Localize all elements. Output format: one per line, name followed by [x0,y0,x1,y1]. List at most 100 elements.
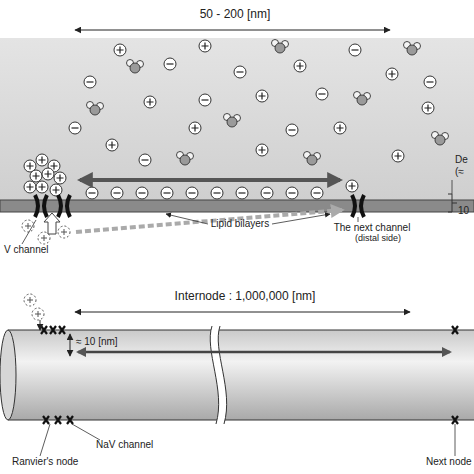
depth-arrow [70,334,71,356]
dashed-cation [32,308,44,320]
break-line [218,326,226,424]
influx-arrow [40,320,41,330]
anion [69,122,81,134]
part-label: V channel [4,244,48,255]
water-molecule [354,92,371,106]
nav-marker [67,416,73,424]
dashed-cation [24,294,36,306]
break-line [210,326,218,424]
cation [144,96,156,108]
leader-line [166,214,208,224]
axon-end [0,330,16,420]
part-label: Ranvier's node [12,456,78,467]
anion [161,187,173,199]
leader-line [272,214,330,224]
anion [211,187,223,199]
cation [256,90,268,102]
membrane-anions [86,187,323,199]
water-molecule [224,114,241,128]
nav-marker [59,326,65,334]
part-label: Next node [426,456,472,467]
anion [164,58,176,70]
axon-edge [8,330,474,331]
cation [42,168,54,180]
bracket-tick [452,203,457,204]
water-molecules [87,40,449,166]
leader-line [72,424,100,440]
dimension-label: 50 - 200 [nm] [200,8,271,21]
cation [114,44,126,56]
anion [139,154,151,166]
anion [136,187,148,199]
cation [189,122,201,134]
cation [50,184,62,196]
leader-line [358,217,359,222]
axon-edge [8,420,474,421]
node-channels [41,326,458,424]
nav-marker [43,416,49,424]
water-molecule [127,60,144,74]
water-molecule [404,42,421,56]
positive-ions [106,40,434,192]
anion [236,187,248,199]
water-molecule [177,152,194,166]
internode-arrow [75,312,410,313]
cation [386,68,398,80]
nav-marker [452,416,458,424]
channel-half [44,195,47,217]
propagation-arrow [80,178,340,182]
anion [186,187,198,199]
channel-half [67,195,70,217]
leader-line [22,220,36,244]
cation [199,40,211,52]
influx-ions [22,220,70,244]
nav-marker [452,326,458,334]
cation [36,181,48,193]
lipid-bilayer [0,200,474,212]
anion [111,187,123,199]
water-molecule [87,102,104,116]
water-molecule [432,132,449,146]
water-molecule [304,152,321,166]
cation [106,139,118,151]
dashed-cation [58,226,70,238]
distal-arrow [76,210,342,232]
ion-cluster [24,154,66,196]
anion [286,187,298,199]
conduction-arrow [78,351,450,354]
cation [392,150,404,162]
annotation-label: De [455,154,468,165]
part-label: The next channel [334,222,411,233]
cation [36,154,48,166]
part-label: NaV channel [96,439,153,450]
leader-line [455,424,456,456]
dimension-label: 10 [458,205,469,216]
leader-line [40,424,50,456]
dimension-label: ≈ 10 [nm] [76,336,118,347]
anion [199,94,211,106]
anion [311,187,323,199]
anion [316,88,328,100]
leader-line [452,180,453,194]
cation [24,181,36,193]
anion [424,76,436,88]
influx-arrow [44,213,60,234]
part-label: Lipid bilayers [211,218,269,229]
nav-marker [50,326,56,334]
part-label: (distal side) [355,234,401,244]
nav-marker [55,416,61,424]
span-arrow [75,30,390,31]
channel-half [361,195,364,217]
extracellular-fluid [0,38,474,200]
cation [30,170,42,182]
dimension-label: Internode : 1,000,000 [nm] [175,290,316,303]
annotation-label: (≈ [455,166,464,177]
channel-half [35,195,38,217]
cation [334,122,346,134]
anion [84,76,96,88]
anion [261,187,273,199]
cation [422,102,434,114]
anion [234,66,246,78]
channel-half [352,195,355,217]
